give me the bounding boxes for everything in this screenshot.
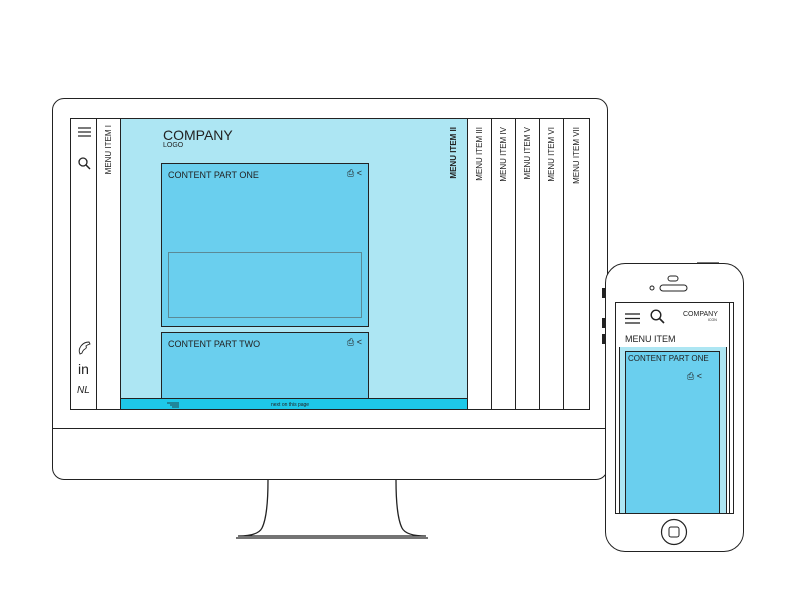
mobile-content-title: CONTENT PART ONE	[628, 354, 709, 363]
hamburger-icon[interactable]	[78, 127, 91, 137]
menu-column-6: MENU ITEM VI	[539, 119, 563, 409]
menu-item-1[interactable]: MENU ITEM I	[104, 125, 113, 175]
mobile-menu-item[interactable]: MENU ITEM	[625, 334, 676, 344]
left-icon-rail: in NL	[71, 119, 97, 409]
print-icon[interactable]: ⎙	[347, 168, 355, 178]
content-panel-one: CONTENT PART ONE ⎙ <	[161, 163, 369, 327]
search-icon[interactable]	[650, 309, 665, 324]
menu-item-3[interactable]: MENU ITEM III	[475, 127, 484, 181]
mobile-company-sub: ICON	[708, 318, 717, 322]
next-on-page-bar[interactable]: next on this page	[121, 398, 467, 409]
mobile-side-rail	[729, 303, 733, 513]
share-icon[interactable]: <	[696, 371, 702, 381]
mobile-header: COMPANY ICON MENU ITEM	[616, 303, 733, 347]
print-icon[interactable]: ⎙	[687, 371, 695, 381]
next-on-page-text: next on this page	[271, 402, 310, 408]
monitor-stand	[236, 480, 428, 539]
mobile-company-name[interactable]: COMPANY	[683, 311, 718, 318]
home-button[interactable]	[660, 518, 688, 546]
content-two-title: CONTENT PART TWO	[168, 339, 261, 349]
search-icon[interactable]	[78, 157, 91, 170]
main-content-area: COMPANY LOGO CONTENT PART ONE ⎙ < CONTEN…	[121, 119, 467, 409]
list-icon	[167, 402, 179, 408]
mobile-content-panel: CONTENT PART ONE ⎙ <	[625, 351, 720, 513]
menu-item-6[interactable]: MENU ITEM VI	[547, 127, 556, 182]
menu-item-7[interactable]: MENU ITEM VII	[572, 127, 581, 184]
desktop-screen: in NL MENU ITEM I COMPANY LOGO CONTENT P…	[70, 118, 590, 410]
menu-column-5: MENU ITEM V	[515, 119, 539, 409]
menu-item-4[interactable]: MENU ITEM IV	[499, 127, 508, 182]
menu-column-3: MENU ITEM III	[467, 119, 491, 409]
hamburger-icon[interactable]	[625, 313, 640, 324]
monitor-chin-divider	[53, 428, 607, 429]
mobile-screen: COMPANY ICON MENU ITEM CONTENT PART ONE …	[615, 302, 734, 514]
content-image-placeholder	[168, 252, 362, 318]
menu-column-4: MENU ITEM IV	[491, 119, 515, 409]
share-icon[interactable]: <	[356, 337, 362, 347]
share-icon[interactable]: <	[356, 168, 362, 178]
content-panel-two: CONTENT PART TWO ⎙ <	[161, 332, 369, 409]
menu-column-left: MENU ITEM I	[97, 119, 121, 409]
menu-column-7: MENU ITEM VII	[563, 119, 589, 409]
company-logo-sub: LOGO	[163, 142, 184, 149]
print-icon[interactable]: ⎙	[347, 337, 355, 347]
phone-icon[interactable]	[77, 341, 91, 355]
linkedin-icon[interactable]: in	[78, 361, 89, 377]
company-logo-text[interactable]: COMPANY	[163, 127, 233, 143]
language-switch[interactable]: NL	[77, 385, 90, 396]
menu-item-5[interactable]: MENU ITEM V	[523, 127, 532, 180]
content-one-title: CONTENT PART ONE	[168, 170, 259, 180]
phone-hardware-details	[602, 262, 719, 344]
menu-item-2[interactable]: MENU ITEM II	[449, 127, 458, 179]
